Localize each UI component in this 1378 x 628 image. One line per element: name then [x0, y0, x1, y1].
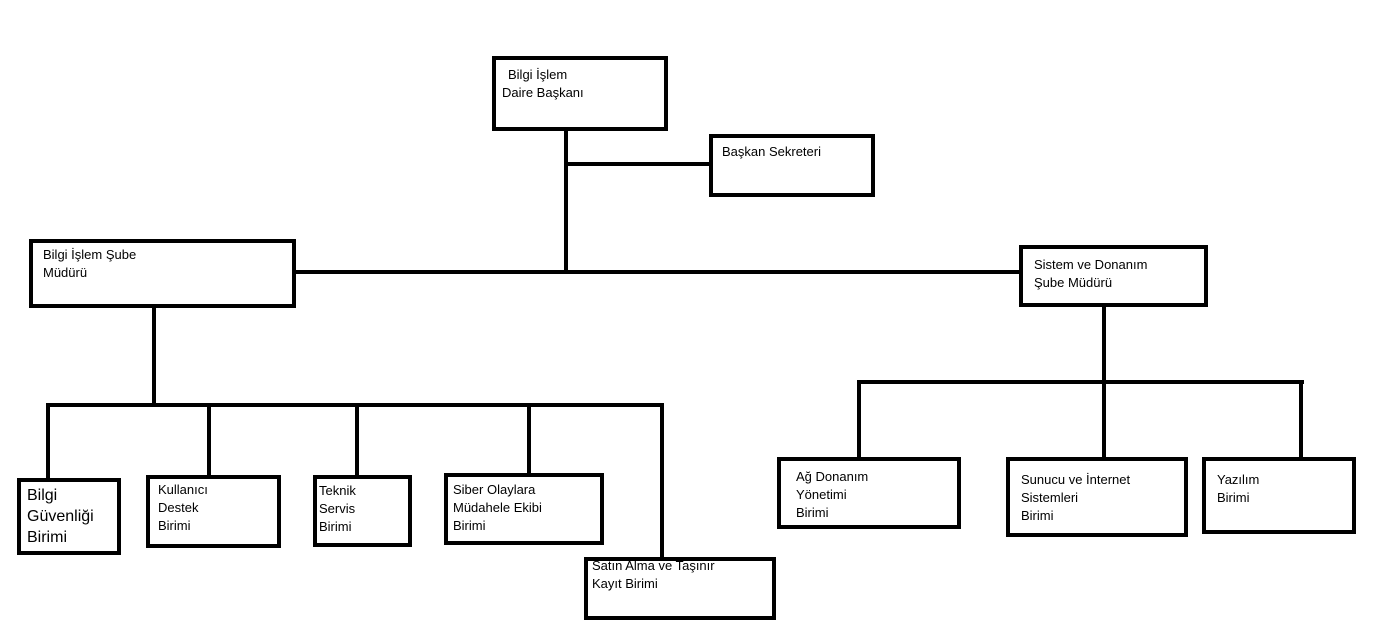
connector-unit-3: [355, 405, 359, 477]
branch-it-box: [29, 239, 296, 308]
unit-box: [1006, 457, 1188, 537]
unit-label: Teknik Servis Birimi: [319, 483, 356, 534]
connector-branches: [294, 270, 1022, 274]
connector-unit-4: [527, 405, 531, 475]
unit-box: [777, 457, 961, 529]
connector-it-branch-down: [152, 306, 156, 406]
unit-box: [17, 478, 121, 555]
unit-label: Siber Olaylara Müdahele Ekibi Birimi: [453, 482, 542, 533]
connector-secretary: [566, 162, 714, 166]
branch-systems-label-line2: Şube Müdürü: [1034, 275, 1113, 290]
branch-it-label-line1: Bilgi İşlem Şube: [43, 247, 137, 262]
connector-systems-units-bus: [857, 380, 1304, 384]
head-box: [492, 56, 668, 131]
connector-unit-8: [1299, 382, 1303, 459]
unit-box: [444, 473, 604, 545]
secretary-box: [709, 134, 875, 197]
unit-box: [146, 475, 281, 548]
connector-unit-7: [1102, 382, 1106, 459]
head-label-line1: Bilgi İşlem: [508, 67, 568, 82]
connector-unit-2: [207, 405, 211, 477]
unit-label: Sunucu ve İnternet Sistemleri Birimi: [1021, 472, 1131, 523]
branch-it-label-line2: Müdürü: [43, 265, 88, 280]
unit-label: Yazılım Birimi: [1217, 472, 1260, 505]
unit-box: [1202, 457, 1356, 534]
unit-label: Ağ Donanım Yönetimi Birimi: [796, 469, 869, 520]
connector-head-trunk: [564, 130, 568, 272]
branch-systems-label-line1: Sistem ve Donanım: [1034, 257, 1148, 272]
unit-label: Kullanıcı Destek Birimi: [158, 482, 208, 533]
connector-unit-1: [46, 405, 50, 480]
branch-systems-box: [1019, 245, 1208, 307]
connector-unit-6: [857, 382, 861, 460]
secretary-label: Başkan Sekreteri: [722, 144, 821, 159]
head-label-line2: Daire Başkanı: [502, 85, 584, 100]
connector-unit-5: [660, 405, 664, 560]
connector-systems-branch-down: [1102, 305, 1106, 383]
unit-box: [313, 475, 412, 547]
unit-box: [584, 557, 776, 620]
unit-label: Bilgi Güvenliği Birimi: [27, 487, 94, 546]
unit-label: Satın Alma ve Taşınır Kayıt Birimi: [592, 558, 715, 591]
